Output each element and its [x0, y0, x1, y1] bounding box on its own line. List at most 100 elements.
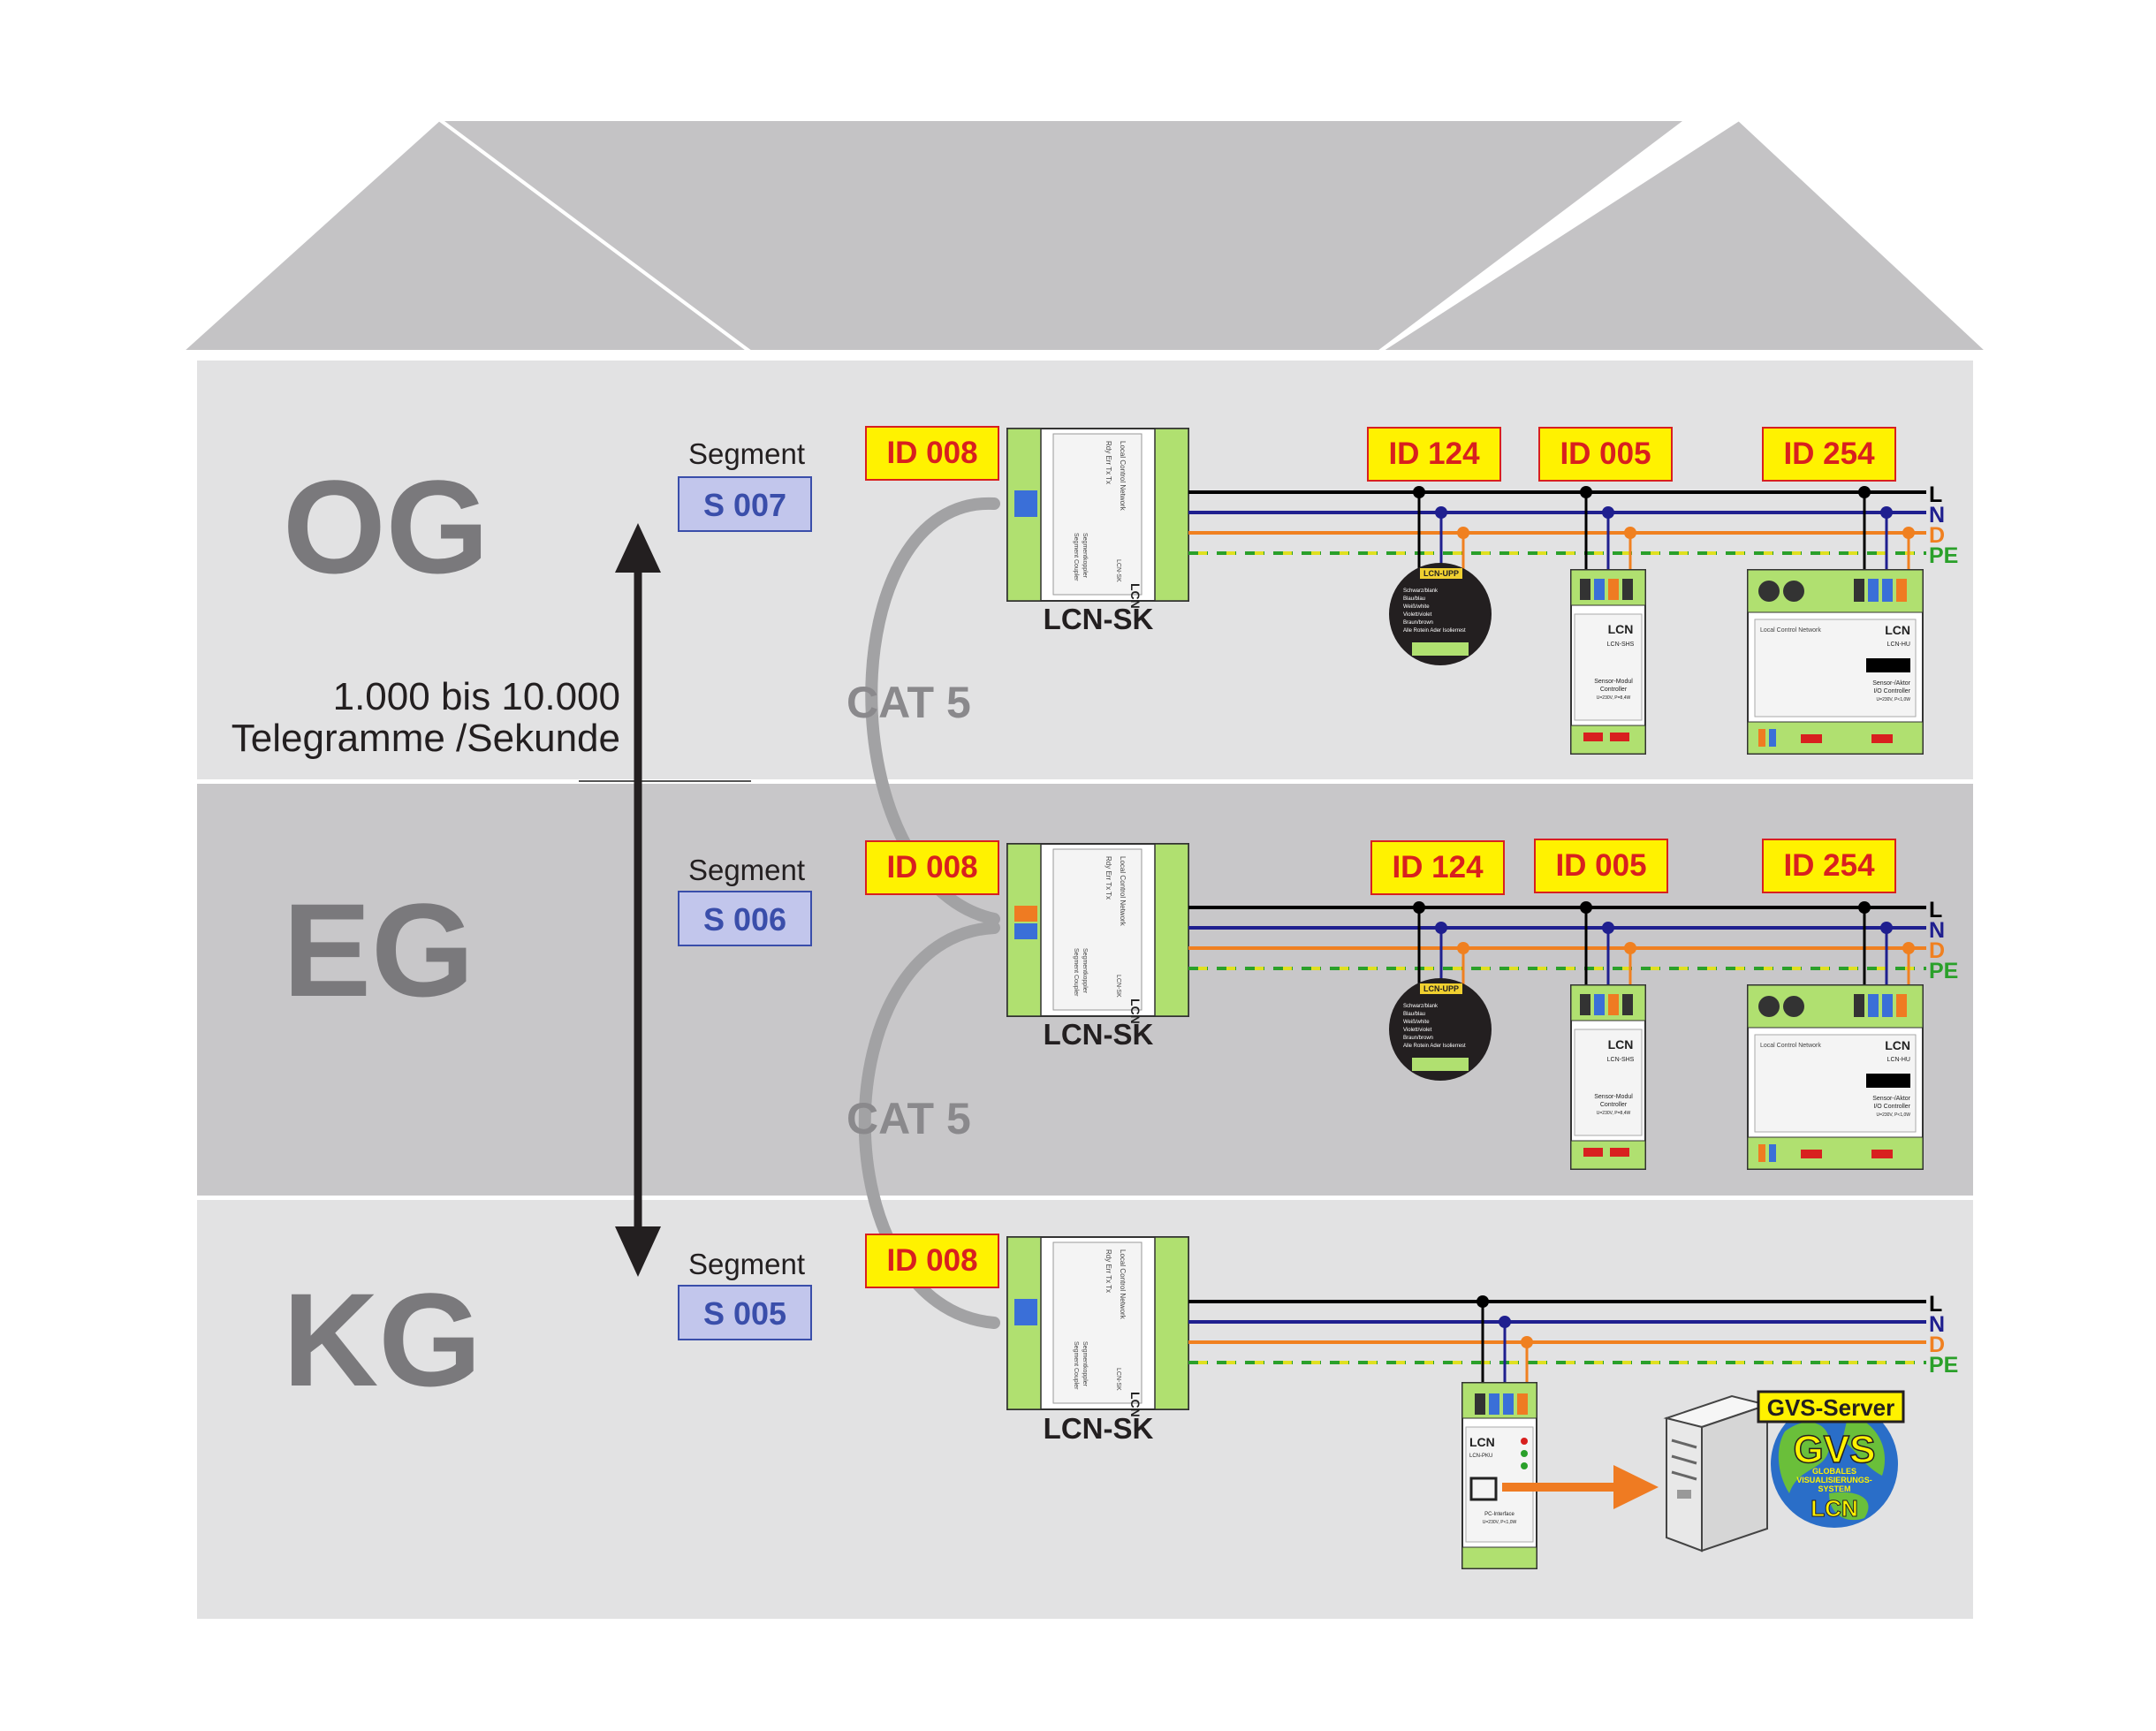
- upp-og-row4: Violett/violet: [1403, 612, 1432, 618]
- hu-og-desc1: Sensor-/Aktor: [1872, 680, 1910, 687]
- hu-eg-model: LCN-HU: [1887, 1057, 1910, 1063]
- id-text-coupler-og: ID 008: [886, 436, 977, 470]
- sk-eg-leds: Rdy Err Tx Tx: [1105, 856, 1112, 900]
- bus-eg: [1188, 906, 1926, 970]
- upp-eg-model: LCN-UPP: [1423, 984, 1459, 993]
- id-text-coupler-eg: ID 008: [886, 850, 977, 884]
- id-box-eg-124: [1370, 840, 1505, 895]
- upp-og-row2: Blau/blau: [1403, 596, 1425, 602]
- throughput-line1: 1.000 bis 10.000: [333, 675, 620, 718]
- upp-og-model: LCN-UPP: [1423, 569, 1459, 578]
- id-box-eg-005: [1534, 839, 1668, 893]
- bus-kg: [1188, 1300, 1926, 1364]
- hu-module-eg: Local Control Network LCN LCN-HU Sensor-…: [1747, 984, 1924, 1170]
- hu-og-brand: LCN: [1885, 623, 1910, 637]
- gvs-server-logo: GVS-Server GVS GLOBALES VISUALISIERUNGS-…: [1757, 1390, 1905, 1528]
- segment-label-og: Segment: [688, 437, 805, 470]
- bus-label-eg-n: N: [1929, 918, 1945, 943]
- sk-kg-desc2: Segment Coupler: [1073, 1341, 1079, 1390]
- id-text-eg-254: ID 254: [1783, 848, 1875, 883]
- hu-module-og: Local Control Network LCN LCN-HU Sensor-…: [1747, 569, 1924, 755]
- hu-og-net: Local Control Network: [1760, 627, 1821, 634]
- upp-og-row6: Alle Rotein Ader Isolierrest: [1403, 628, 1466, 634]
- bus-label-og-d: D: [1929, 523, 1945, 548]
- shs-module-eg: LCN LCN-SHS Sensor-Modul Controller U=23…: [1570, 984, 1646, 1170]
- segment-label-kg: Segment: [688, 1248, 805, 1280]
- hu-og-model: LCN-HU: [1887, 642, 1910, 648]
- hu-eg-brand: LCN: [1885, 1038, 1910, 1052]
- throughput-line2: Telegramme /Sekunde: [232, 717, 620, 760]
- roof: [176, 117, 1993, 353]
- cable-label-lower: CAT 5: [846, 1094, 971, 1143]
- sk-eg-brand: LCN: [1128, 998, 1143, 1024]
- bus-label-kg-d: D: [1929, 1332, 1945, 1357]
- pk-brand: LCN: [1469, 1435, 1495, 1449]
- coupler-name-eg: LCN-SK: [1044, 1018, 1154, 1051]
- bus-label-eg-pe: PE: [1929, 959, 1958, 983]
- hu-eg-desc2: I/O Controller: [1873, 1104, 1910, 1110]
- hu-og-rating: U=230V, P<1,0W: [1877, 697, 1911, 702]
- pc-coupler-kg: LCN LCN-PKU PC-Interface U=230V, P<1,0W: [1461, 1382, 1537, 1569]
- shs-eg-rating: U=230V, P=8,4W: [1597, 1111, 1631, 1116]
- shs-module-og: LCN LCN-SHS Sensor-Modul Controller U=23…: [1570, 569, 1646, 755]
- shs-eg-brand: LCN: [1608, 1037, 1634, 1052]
- id-box-og-124: [1367, 427, 1501, 482]
- segment-coupler-og: LCN Local Control Network Rdy Err Tx Tx …: [1006, 428, 1189, 609]
- taps-kg: [1477, 1295, 1533, 1396]
- id-boxes: ID 008 ID 008 ID 008 ID 124 ID 005 ID 25…: [865, 426, 1896, 1288]
- sk-og-model: LCN-SK: [1115, 559, 1121, 582]
- sk-kg-net: Local Control Network: [1119, 1249, 1127, 1320]
- id-text-og-124: ID 124: [1388, 437, 1480, 471]
- upp-eg-row4: Violett/violet: [1403, 1028, 1432, 1033]
- upp-eg-row3: Weiß/white: [1403, 1020, 1430, 1025]
- pk-model: LCN-PKU: [1469, 1454, 1492, 1459]
- shs-og-rating: U=230V, P=8,4W: [1597, 695, 1631, 701]
- gvs-tag: GVS-Server: [1767, 1394, 1895, 1421]
- segment-coupler-kg: LCN Local Control Network Rdy Err Tx Tx …: [1006, 1236, 1189, 1417]
- shs-og-desc2: Controller: [1600, 687, 1628, 693]
- segment-id-kg: S 005: [703, 1295, 786, 1332]
- shs-og-model: LCN-SHS: [1607, 642, 1635, 648]
- upp-module-eg: LCN-UPP Schwarz/blank Blau/blau Weiß/whi…: [1389, 978, 1492, 1081]
- id-text-og-005: ID 005: [1560, 437, 1651, 471]
- segment-label-eg: Segment: [688, 854, 805, 886]
- floor-label-eg: EG: [283, 876, 474, 1024]
- bus-label-og-pe: PE: [1929, 543, 1958, 568]
- id-box-og-254: [1762, 427, 1896, 482]
- sk-og-desc2: Segment Coupler: [1073, 533, 1079, 581]
- upp-og-row1: Schwarz/blank: [1403, 588, 1439, 594]
- hu-eg-desc1: Sensor-/Aktor: [1872, 1096, 1910, 1102]
- sk-eg-model: LCN-SK: [1115, 975, 1121, 998]
- id-box-coupler-eg: [865, 840, 999, 895]
- floor-label-og: OG: [283, 452, 489, 601]
- coupler-name-kg: LCN-SK: [1044, 1412, 1154, 1445]
- upp-og-row5: Braun/brown: [1403, 620, 1433, 626]
- sk-kg-desc1: Segmentkoppler: [1082, 1341, 1088, 1387]
- sk-kg-model: LCN-SK: [1115, 1368, 1121, 1391]
- gvs-logo-sub3: SYSTEM: [1818, 1484, 1850, 1493]
- upp-eg-row5: Braun/brown: [1403, 1036, 1433, 1041]
- hu-og-desc2: I/O Controller: [1873, 688, 1910, 695]
- throughput-arrow: [615, 523, 661, 1277]
- gvs-logo-sub2: VISUALISIERUNGS-: [1796, 1476, 1872, 1484]
- sk-eg-net: Local Control Network: [1119, 856, 1127, 927]
- sk-eg-desc2: Segment Coupler: [1073, 948, 1079, 997]
- sk-eg-desc1: Segmentkoppler: [1082, 948, 1088, 994]
- segment-id-og: S 007: [703, 487, 786, 523]
- id-text-eg-124: ID 124: [1392, 850, 1484, 884]
- cable-label-upper: CAT 5: [846, 678, 971, 727]
- bus-label-og-n: N: [1929, 503, 1945, 528]
- id-box-eg-254: [1762, 839, 1896, 893]
- coupler-name-og: LCN-SK: [1044, 603, 1154, 635]
- upp-eg-row6: Alle Rotein Ader Isolierrest: [1403, 1044, 1466, 1049]
- segment-box-eg: [678, 891, 812, 946]
- id-box-coupler-kg: [865, 1234, 999, 1288]
- floor-label-kg: KG: [283, 1265, 482, 1414]
- pk-desc2: U=230V, P<1,0W: [1483, 1520, 1517, 1525]
- bus-label-og-l: L: [1929, 482, 1942, 507]
- shs-eg-desc2: Controller: [1600, 1102, 1628, 1108]
- gvs-logo-main: GVS: [1794, 1428, 1876, 1471]
- cat5-cable-eg-kg: [858, 922, 1000, 1329]
- upp-eg-row2: Blau/blau: [1403, 1012, 1425, 1017]
